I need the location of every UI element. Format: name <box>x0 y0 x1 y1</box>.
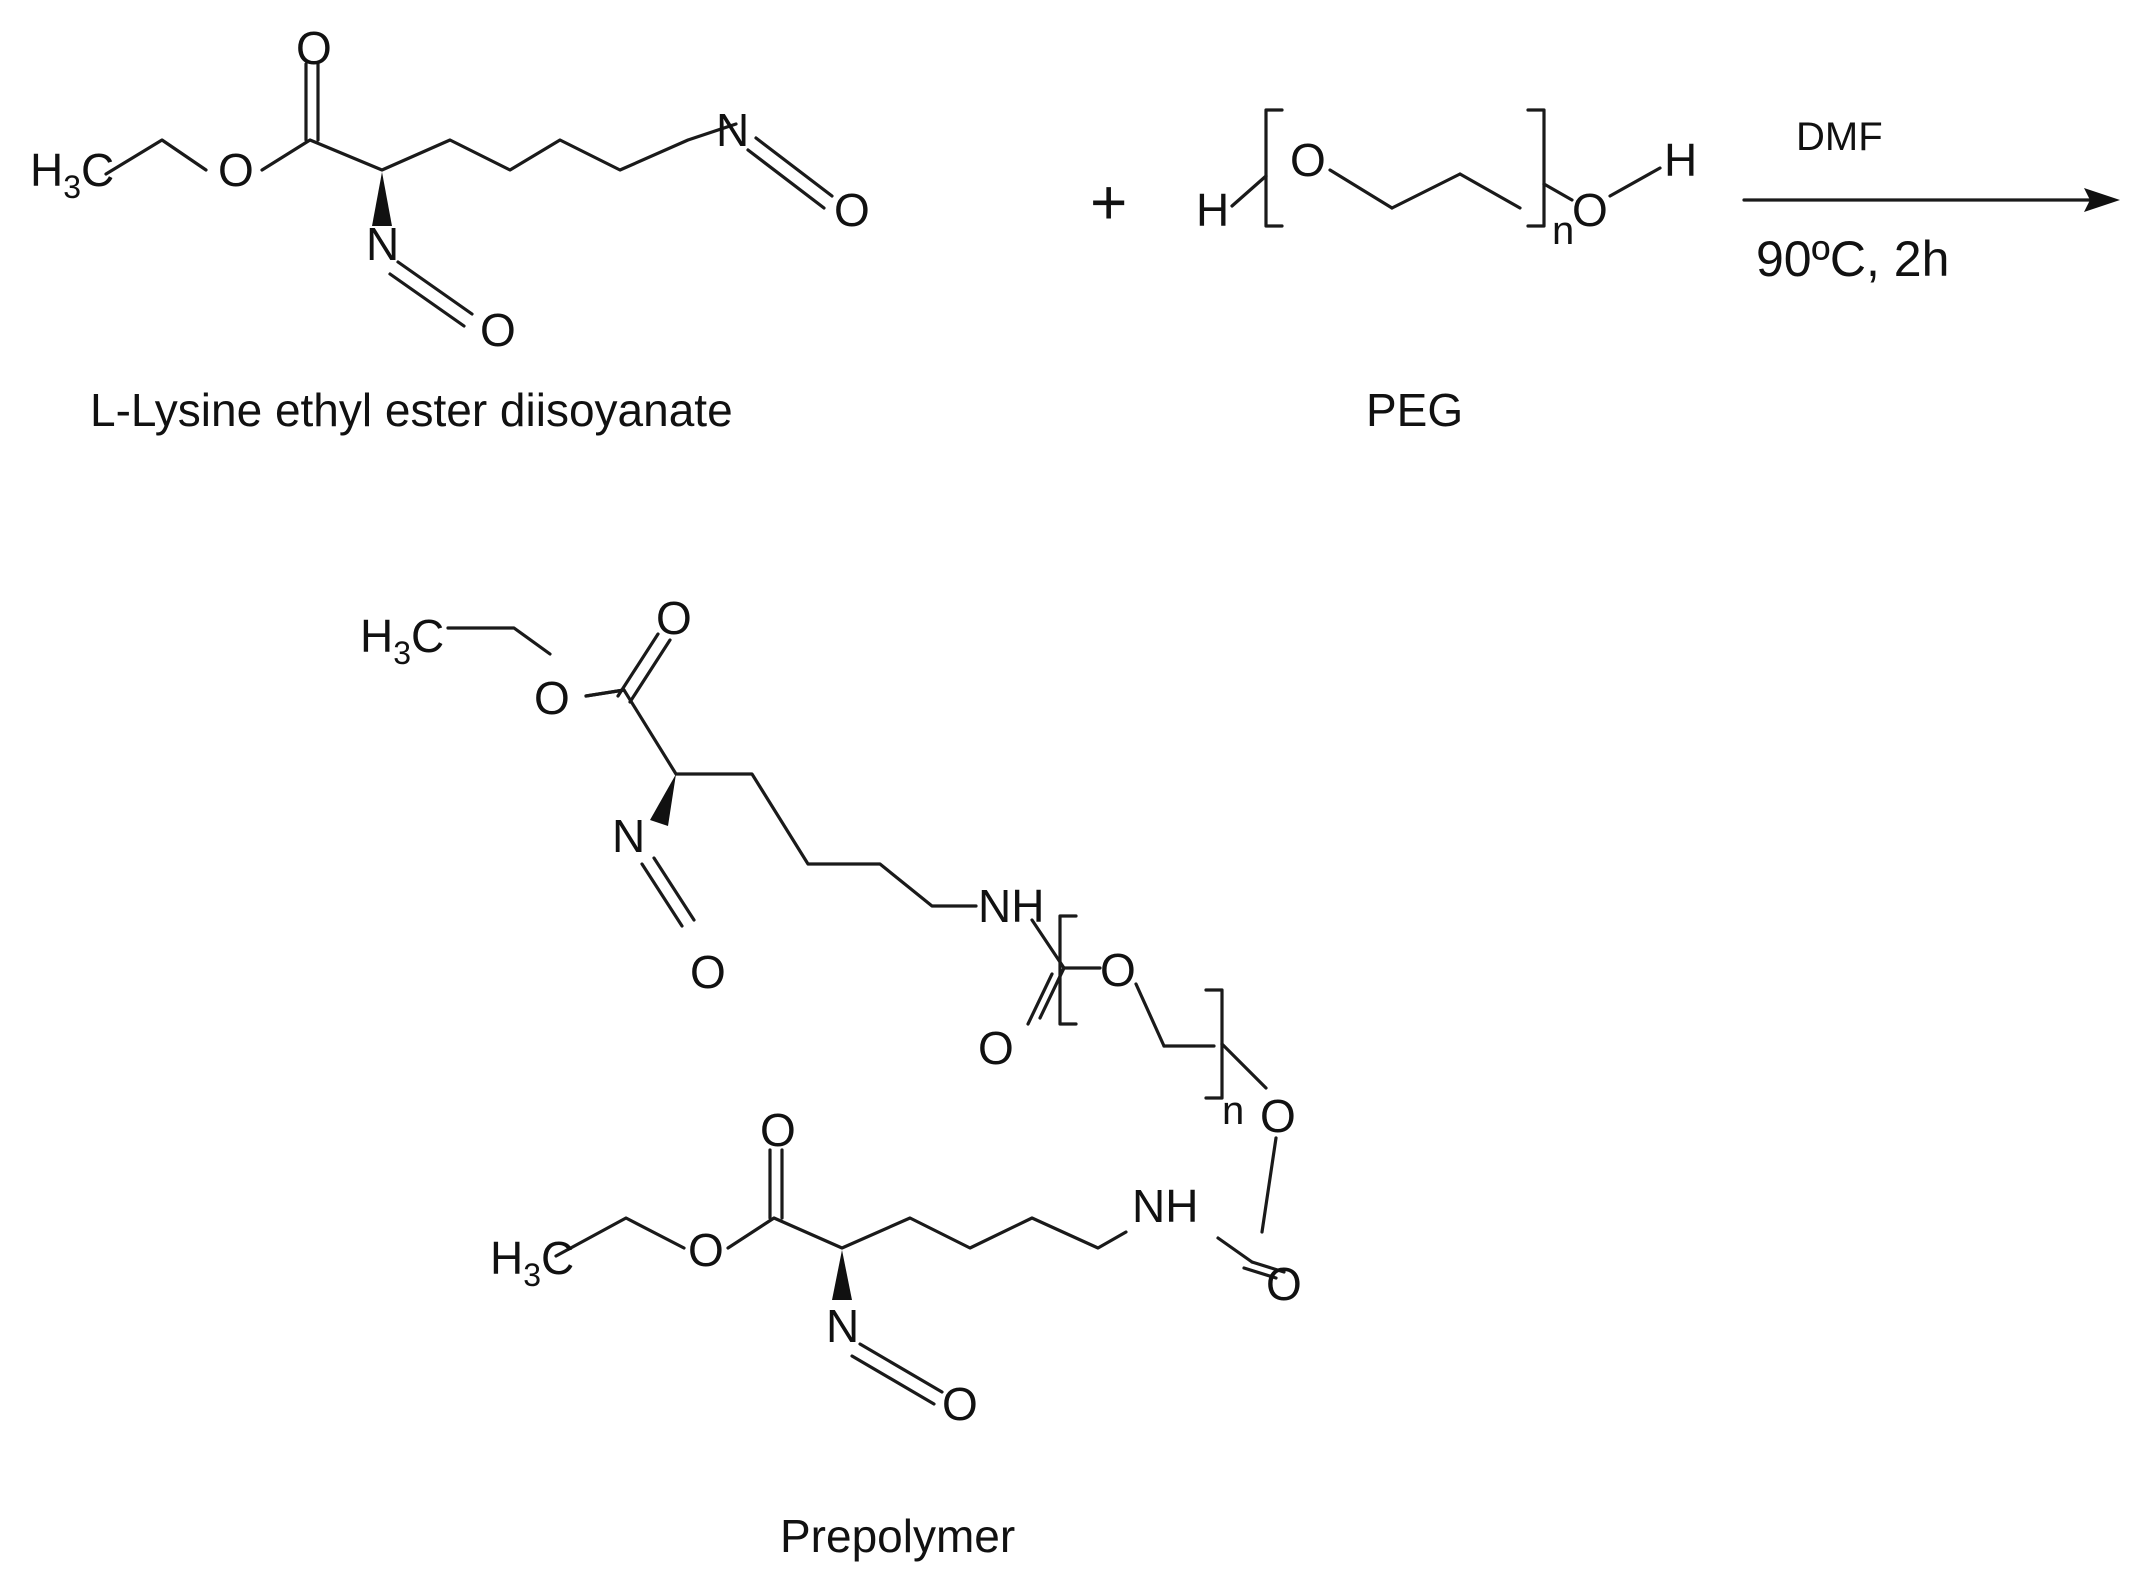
product-peg-oxygen-1: O <box>1100 944 1136 996</box>
prepolymer-caption: Prepolymer <box>780 1510 1015 1562</box>
side-chain-nitrogen: N <box>716 104 749 156</box>
bottom-nh: NH <box>1132 1180 1198 1232</box>
peg-oxygen-2: O <box>1572 184 1608 236</box>
ester-oxygen: O <box>218 144 254 196</box>
product-peg-oxygen-2: O <box>1260 1090 1296 1142</box>
peg-terminal-hydrogen-right: H <box>1664 134 1697 186</box>
stereo-wedge <box>372 172 392 226</box>
peg-terminal-hydrogen-left: H <box>1196 184 1229 236</box>
peg-structure: H O n O H <box>1196 108 1697 253</box>
side-chain-isocyanate-oxygen: O <box>834 184 870 236</box>
alpha-nitrogen: N <box>366 218 399 270</box>
bottom-carbamate-oxygen: O <box>1266 1258 1302 1310</box>
solvent-label: DMF <box>1796 115 1883 159</box>
top-methyl-group: H3C <box>360 610 444 671</box>
bottom-alpha-nitrogen: N <box>826 1300 859 1352</box>
bottom-methyl-group: H3C <box>490 1232 574 1293</box>
methyl-group: H3C <box>30 144 114 205</box>
top-ester-oxygen: O <box>534 672 570 724</box>
arrow-head <box>2084 188 2120 212</box>
bottom-isocyanate-oxygen: O <box>942 1378 978 1430</box>
lysine-caption: L-Lysine ethyl ester diisoyanate <box>90 384 733 436</box>
carbonyl-oxygen: O <box>296 22 332 74</box>
reaction-arrow <box>1742 188 2120 212</box>
repeat-unit-n: n <box>1552 209 1574 253</box>
top-nh: NH <box>978 880 1044 932</box>
bottom-ester-oxygen: O <box>688 1224 724 1276</box>
bottom-stereo-wedge <box>832 1250 852 1300</box>
peg-caption: PEG <box>1366 384 1463 436</box>
peg-oxygen-1: O <box>1290 134 1326 186</box>
top-stereo-wedge <box>650 774 676 826</box>
top-alpha-nitrogen: N <box>612 810 645 862</box>
top-carbonyl-oxygen: O <box>656 592 692 644</box>
plus-sign: + <box>1090 166 1127 238</box>
top-carbamate-oxygen: O <box>978 1022 1014 1074</box>
alpha-isocyanate-oxygen: O <box>480 304 516 356</box>
bottom-carbonyl-oxygen: O <box>760 1104 796 1156</box>
top-isocyanate-oxygen: O <box>690 946 726 998</box>
prepolymer-structure: H3C O O N O NH O O n O H3C O O N O NH O <box>360 592 1302 1430</box>
temperature-time-label: 90ºC, 2h <box>1756 231 1949 287</box>
lysine-diisocyanate-structure: H3C O O N N O O <box>30 22 870 356</box>
product-repeat-unit-n: n <box>1222 1089 1244 1133</box>
